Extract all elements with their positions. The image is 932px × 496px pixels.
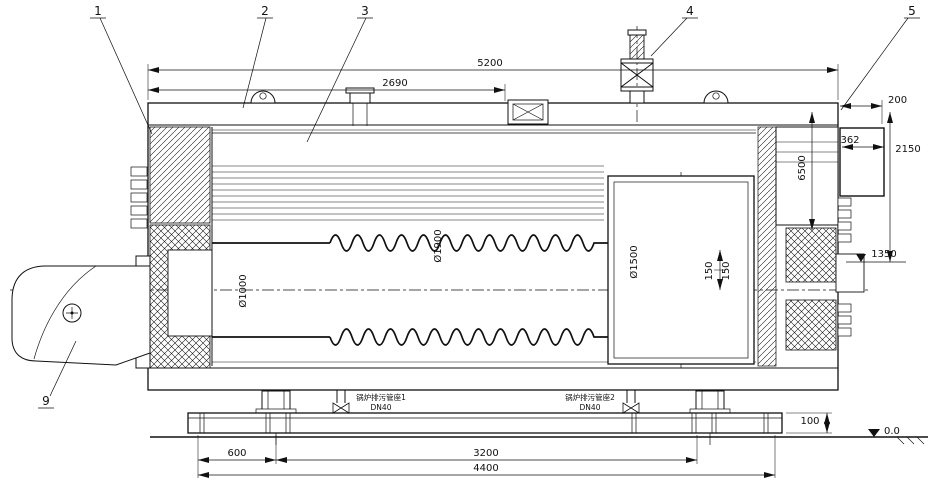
blowdown-2-dn: DN40 [580,403,601,412]
corrugated-top [329,234,608,252]
fire-tube-bundle [212,132,756,221]
dim-4400: 4400 [473,463,498,474]
level-datum-1350 [856,254,866,262]
furnace-tube [212,234,608,346]
front-door-bolts [130,166,148,229]
dim-100: 100 [800,416,819,427]
rear-nozzle [835,253,865,293]
blowdown-2-label: 锅炉排污管座2 [565,392,615,402]
dim-dia1900: Ø1900 [432,229,444,262]
rear-door-bolts [837,197,852,337]
callout-9: 9 [42,394,50,408]
dimension-lines: 5200 2690 200 362 2150 6500 1350 Ø1000 Ø… [147,58,921,478]
callout-5: 5 [908,4,916,18]
callout-2: 2 [261,4,269,18]
skid-rail [187,412,783,434]
dim-150a: 150 [704,261,715,280]
callout-1: 1 [94,4,102,18]
insulation-bottom [147,367,839,391]
boiler-shell [147,102,839,391]
lifting-lug-left [250,90,276,104]
callout-3: 3 [361,4,369,18]
smoke-outlet-box [839,127,885,197]
burner [11,255,151,369]
dim-1350: 1350 [871,249,896,260]
steam-nozzle [345,87,375,126]
dim-5200: 5200 [477,58,502,69]
level-datum-0 [868,429,880,437]
dim-150b: 150 [721,261,732,280]
blowdown-1-dn: DN40 [371,403,392,412]
reversal-chamber [607,175,755,365]
blowdown-1-label: 锅炉排污管座1 [356,392,406,402]
insulation-top [147,102,839,126]
dim-200: 200 [888,95,907,106]
front-smokebox [130,126,213,369]
dim-600: 600 [227,448,246,459]
dim-362: 362 [840,135,859,146]
lifting-lug-right [703,90,729,104]
dim-2150: 2150 [895,144,920,155]
blowdown-2 [622,390,640,414]
dim-3200: 3200 [473,448,498,459]
callout-4: 4 [686,4,694,18]
blowdown-1 [332,390,350,414]
dim-dia1000: Ø1000 [237,274,249,307]
safety-valve [620,29,654,104]
rear-end [757,126,885,367]
corrugated-bottom [329,328,608,346]
callouts: 1 2 3 4 5 9 [38,4,920,409]
dim-6500: 6500 [797,155,808,180]
dim-dia1500: Ø1500 [628,245,640,278]
dim-2690: 2690 [382,78,407,89]
manhole [507,99,549,125]
dim-level0: 0.0 [884,426,900,437]
burner-throat [167,249,213,337]
